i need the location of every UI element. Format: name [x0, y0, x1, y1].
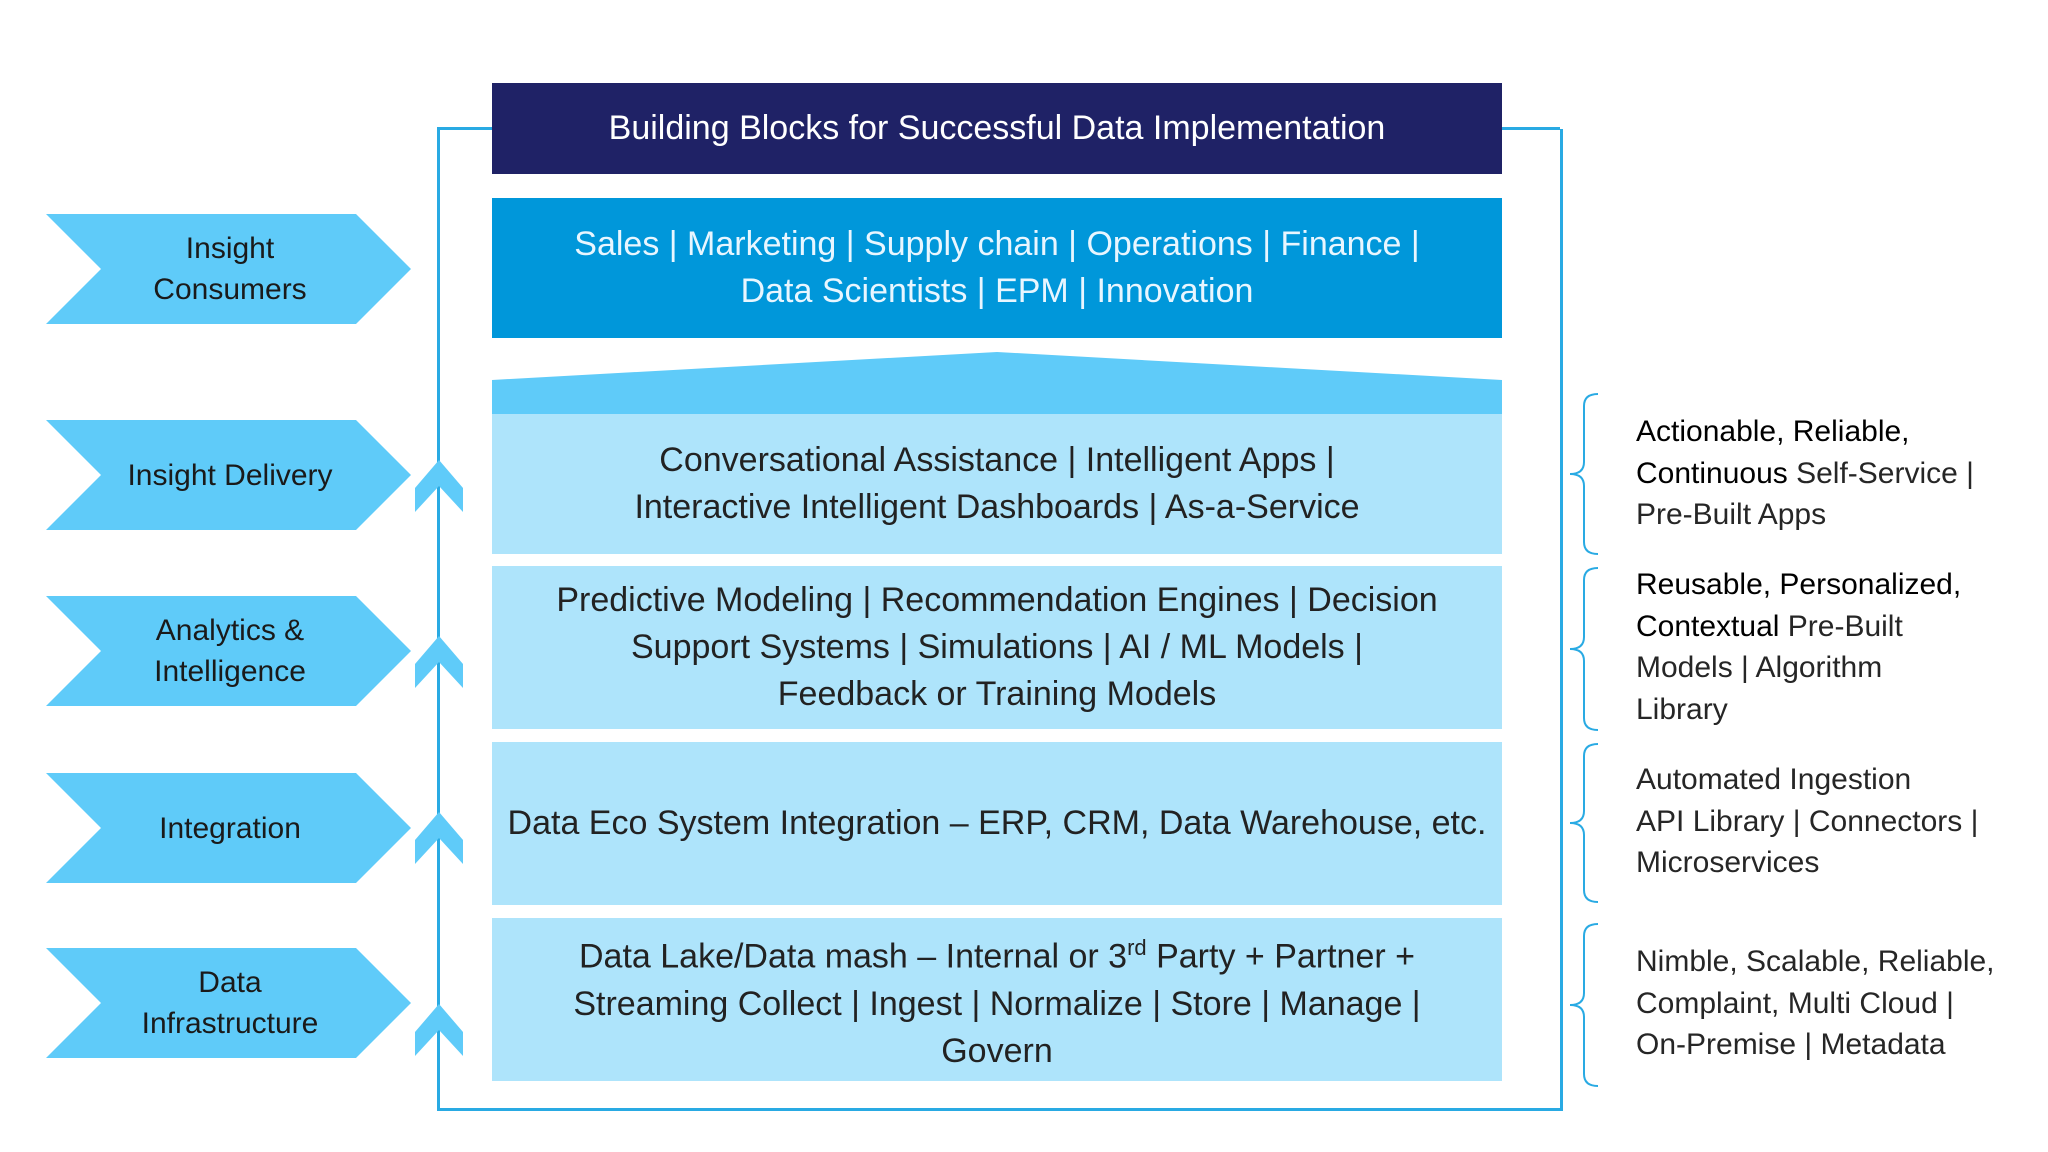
chevron-integration-line-1: Integration: [159, 811, 301, 845]
up-arrow-icon: [415, 636, 463, 688]
side-delivery-line-1: Actionable, Reliable,: [1636, 415, 1910, 448]
side-delivery-line-2-rest: Self-Service |: [1787, 456, 1974, 490]
chevron-delivery-line-1: Insight Delivery: [127, 458, 333, 492]
data-infrastructure-layer: Data Lake/Data mash – Internal or 3rd Pa…: [492, 918, 1502, 1081]
outer-frame: [437, 129, 1563, 1111]
side-infrastructure-line-2: Complaint, Multi Cloud |: [1636, 986, 1954, 1020]
roof-shape: [492, 352, 1502, 414]
side-integration-line-1: Automated Ingestion: [1636, 763, 1912, 796]
side-note-delivery: Actionable, Reliable, Continuous Self-Se…: [1636, 411, 2036, 536]
side-delivery-line-2-bold: Continuous: [1636, 456, 1788, 490]
consumers-line-1: Sales | Marketing | Supply chain | Opera…: [574, 225, 1420, 263]
side-analytics-line-2-bold: Contextual: [1636, 609, 1780, 643]
infrastructure-line-1-sup: rd: [1127, 935, 1147, 961]
chevron-label-integration: Integration: [90, 773, 370, 883]
side-infrastructure-line-3: On-Premise | Metadata: [1636, 1028, 1946, 1061]
title-bar: Building Blocks for Successful Data Impl…: [492, 83, 1502, 174]
infrastructure-line-1-post: Party + Partner +: [1146, 937, 1415, 976]
brace-integration: [1569, 743, 1599, 903]
chevron-analytics-intelligence: [46, 596, 411, 706]
delivery-line-1: Conversational Assistance | Intelligent …: [659, 441, 1335, 479]
chevron-analytics-line-1: Analytics &: [155, 614, 305, 647]
frame-top-right-segment: [1500, 127, 1560, 130]
side-analytics-line-4: Library: [1636, 692, 1728, 726]
infrastructure-line-3: Govern: [941, 1031, 1053, 1070]
analytics-line-3: Feedback or Training Models: [777, 675, 1217, 713]
brace-delivery: [1569, 393, 1599, 555]
chevron-label-data-infrastructure: Data Infrastructure: [90, 948, 370, 1058]
chevron-consumers-line-2: Consumers: [153, 273, 307, 306]
analytics-intelligence-layer: Predictive Modeling | Recommendation Eng…: [492, 566, 1502, 729]
side-note-analytics: Reusable, Personalized, Contextual Pre-B…: [1636, 564, 2036, 730]
side-note-infrastructure: Nimble, Scalable, Reliable, Complaint, M…: [1636, 941, 2036, 1066]
side-note-integration: Automated Ingestion API Library | Connec…: [1636, 759, 2036, 884]
brace-infrastructure: [1569, 923, 1599, 1087]
analytics-line-2: Support Systems | Simulations | AI / ML …: [631, 628, 1363, 666]
chevron-data-infrastructure: [46, 948, 411, 1058]
chevron-label-insight-consumers: Insight Consumers: [90, 214, 370, 324]
chevron-infrastructure-line-1: Data: [198, 966, 262, 999]
side-integration-line-2: API Library | Connectors |: [1636, 804, 1979, 838]
chevron-insight-delivery: [46, 420, 411, 530]
side-delivery-line-3: Pre-Built Apps: [1636, 498, 1827, 531]
side-analytics-line-2: Contextual Pre-Built: [1636, 606, 2036, 648]
integration-layer: Data Eco System Integration – ERP, CRM, …: [492, 742, 1502, 905]
chevron-label-insight-delivery: Insight Delivery: [90, 420, 370, 530]
up-arrow-icon: [415, 1004, 463, 1056]
side-integration-line-3: Microservices: [1636, 846, 1820, 879]
integration-line-1: Data Eco System Integration – ERP, CRM, …: [507, 804, 1487, 842]
side-analytics-line-1: Reusable, Personalized,: [1636, 568, 1962, 601]
insight-delivery-layer: Conversational Assistance | Intelligent …: [492, 414, 1502, 554]
chevron-integration: [46, 773, 411, 883]
frame-top-left-segment: [437, 127, 492, 130]
chevron-consumers-line-1: Insight: [185, 232, 275, 265]
analytics-line-1: Predictive Modeling | Recommendation Eng…: [556, 581, 1438, 619]
delivery-line-2: Interactive Intelligent Dashboards | As-…: [634, 488, 1360, 526]
consumers-line-2: Data Scientists | EPM | Innovation: [740, 272, 1254, 310]
insight-consumers-box: Sales | Marketing | Supply chain | Opera…: [492, 198, 1502, 338]
up-arrow-icon: [415, 812, 463, 864]
side-analytics-line-2-rest: Pre-Built: [1779, 609, 1903, 643]
side-infrastructure-line-1: Nimble, Scalable, Reliable,: [1636, 945, 1995, 978]
side-delivery-line-2: Continuous Self-Service |: [1636, 453, 2036, 495]
brace-analytics: [1569, 567, 1599, 731]
page-title: Building Blocks for Successful Data Impl…: [608, 109, 1386, 147]
chevron-analytics-line-2: Intelligence: [154, 655, 306, 688]
chevron-insight-consumers: [46, 214, 411, 324]
chevron-label-analytics-intelligence: Analytics & Intelligence: [90, 596, 370, 706]
up-arrow-icon: [415, 460, 463, 512]
side-analytics-line-3: Models | Algorithm: [1636, 651, 1883, 684]
infrastructure-line-2: Streaming Collect | Ingest | Normalize |…: [573, 984, 1421, 1023]
infrastructure-line-1: Data Lake/Data mash – Internal or 3rd Pa…: [573, 924, 1420, 980]
infrastructure-line-1-pre: Data Lake/Data mash – Internal or 3: [578, 937, 1128, 976]
chevron-infrastructure-line-2: Infrastructure: [141, 1007, 319, 1040]
